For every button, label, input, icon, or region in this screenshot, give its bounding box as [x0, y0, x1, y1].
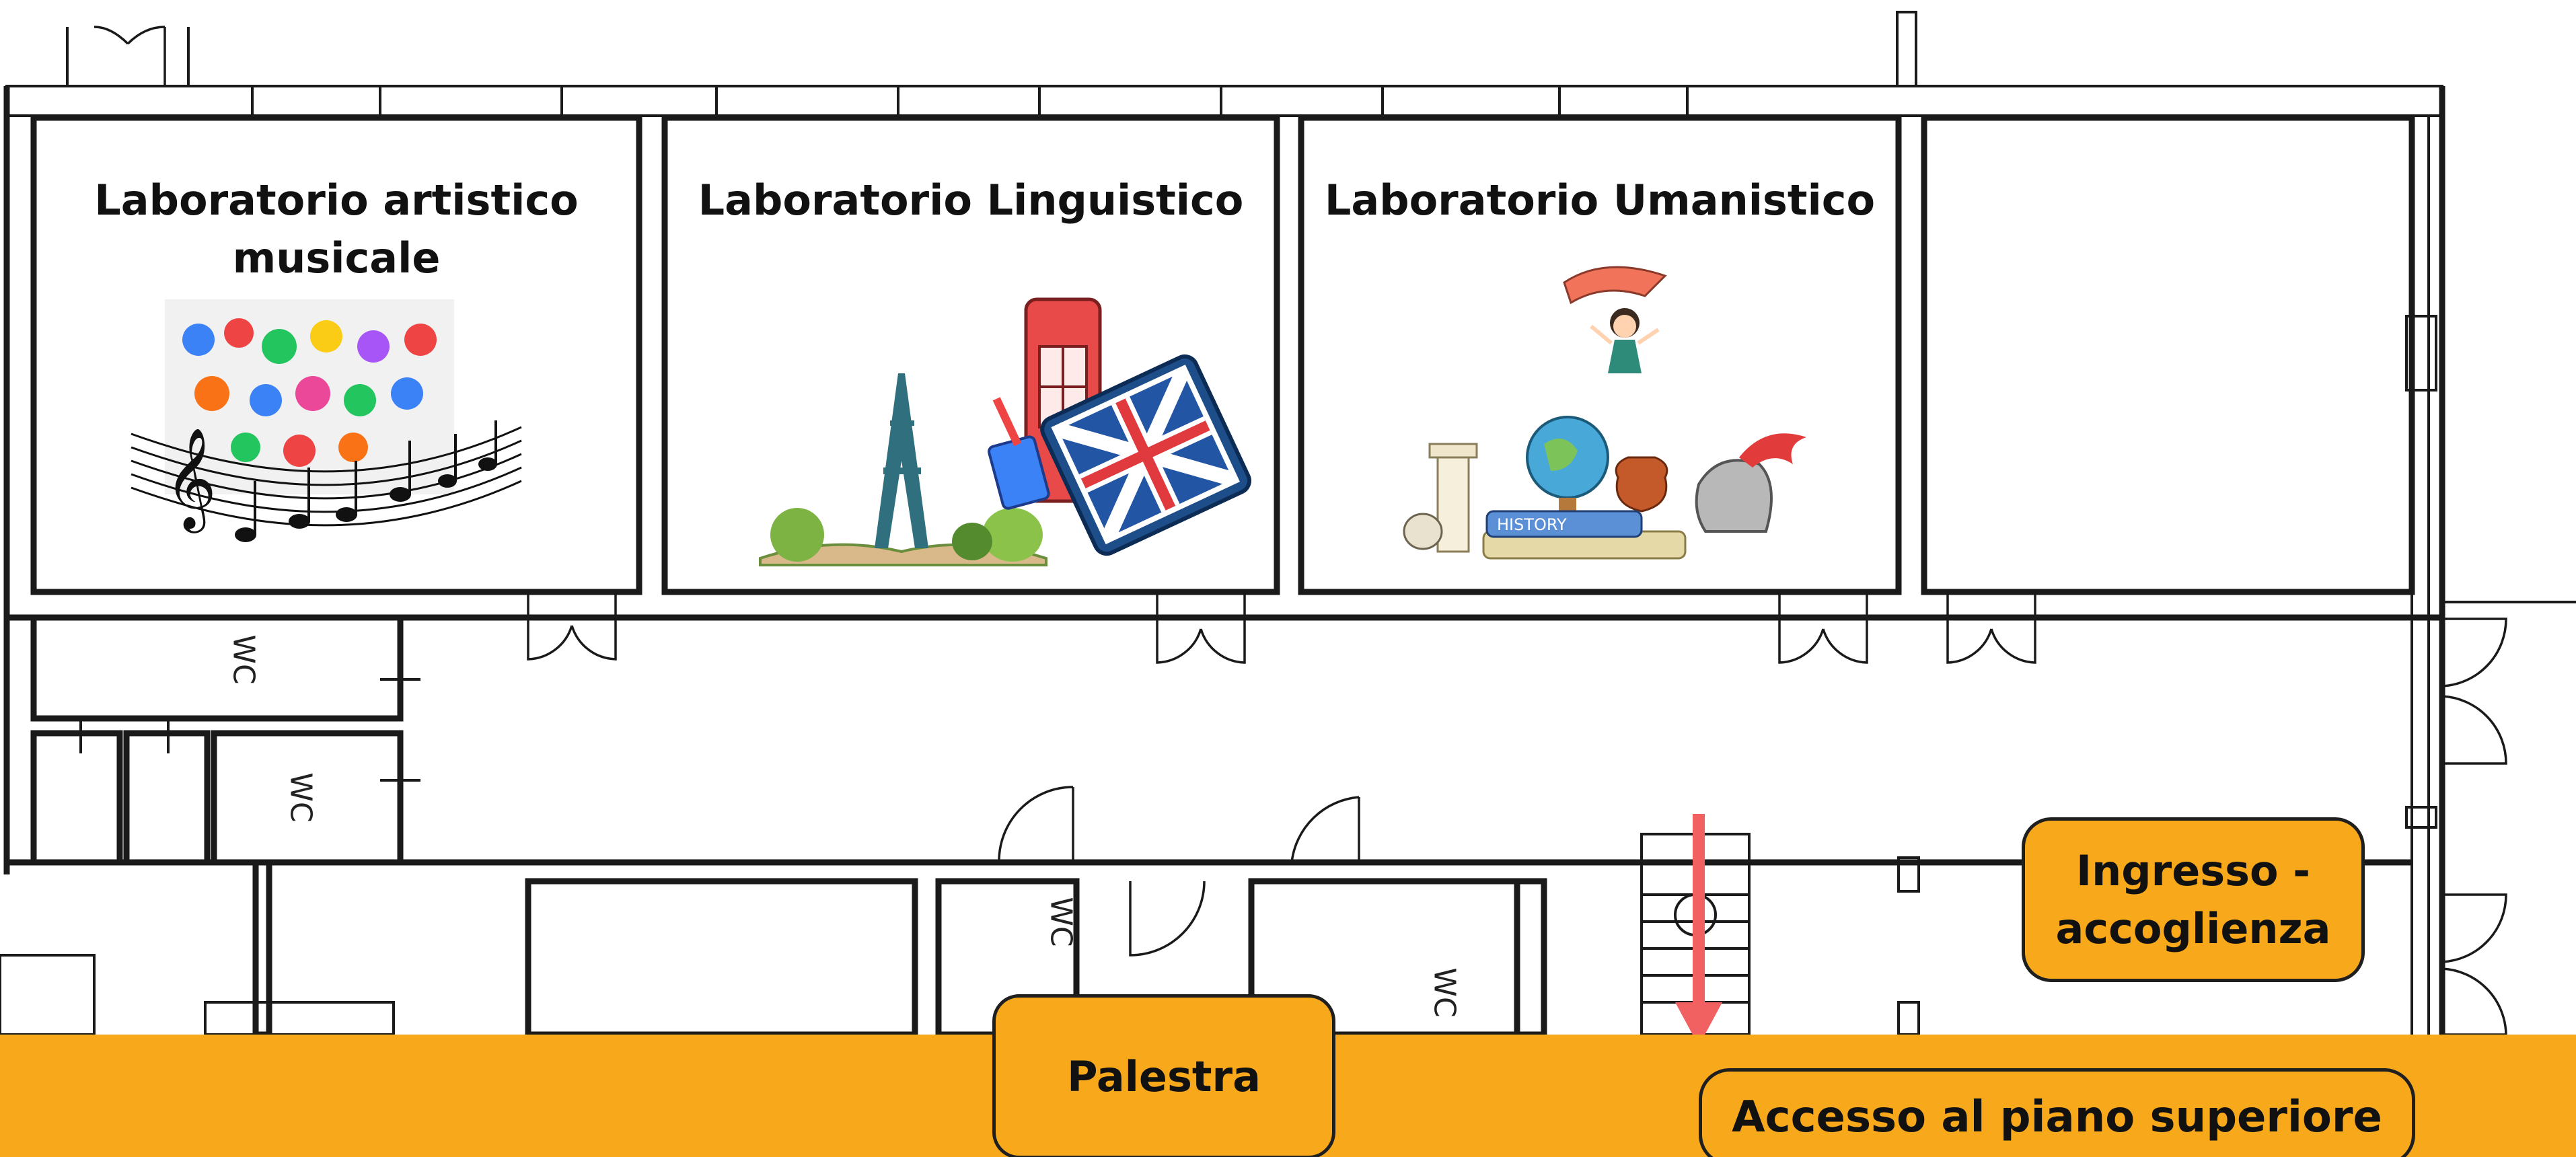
- room-title-line: musicale: [232, 233, 441, 283]
- music-notes-icon: [235, 420, 497, 542]
- union-jack-book-icon: [1040, 354, 1251, 556]
- treble-clef-icon: 𝄞: [165, 426, 217, 533]
- palestra-button[interactable]: Palestra: [992, 994, 1335, 1157]
- knight-helmet-icon: [1695, 433, 1806, 533]
- history-book-label: HISTORY: [1497, 515, 1567, 534]
- music-hands-illustration: 𝄞: [131, 299, 522, 542]
- globe-icon: [1526, 416, 1609, 518]
- open-book-icon: [759, 508, 1047, 566]
- humanities-illustration: HISTORY: [1403, 266, 1806, 560]
- room-title-line: Laboratorio artistico: [94, 176, 579, 225]
- doors: [94, 26, 2507, 1036]
- history-books-icon: HISTORY: [1482, 510, 1687, 560]
- wc-label: WC: [283, 772, 318, 823]
- ingresso-label-line1: Ingresso -: [2076, 846, 2310, 895]
- arrow-down-icon: [1675, 814, 1722, 1046]
- flying-girl-book-icon: [1563, 266, 1667, 373]
- ionic-column-icon: [1428, 443, 1478, 553]
- room-title-linguistico: Laboratorio Linguistico: [698, 176, 1244, 225]
- palestra-label: Palestra: [1067, 1052, 1261, 1101]
- vase-icon: [1615, 456, 1668, 513]
- ingresso-button[interactable]: Ingresso - accoglienza: [2022, 817, 2365, 982]
- room-title-artistico: Laboratorio artistico musicale: [34, 172, 639, 287]
- ingresso-label-line2: accoglienza: [2055, 903, 2331, 953]
- linguistic-illustration: [759, 297, 1251, 566]
- room-title-umanistico: Laboratorio Umanistico: [1324, 176, 1876, 225]
- wc-label: WC: [1043, 897, 1078, 947]
- skull-icon: [1403, 513, 1443, 550]
- pencil-cup-icon: [988, 397, 1050, 510]
- accesso-piano-superiore-button[interactable]: Accesso al piano superiore: [1699, 1068, 2415, 1157]
- wc-label: WC: [226, 634, 261, 685]
- eiffel-tower-icon: [875, 373, 928, 548]
- wc-label: WC: [1427, 967, 1462, 1018]
- painted-hands-icon: [182, 318, 437, 467]
- accesso-label: Accesso al piano superiore: [1732, 1092, 2382, 1142]
